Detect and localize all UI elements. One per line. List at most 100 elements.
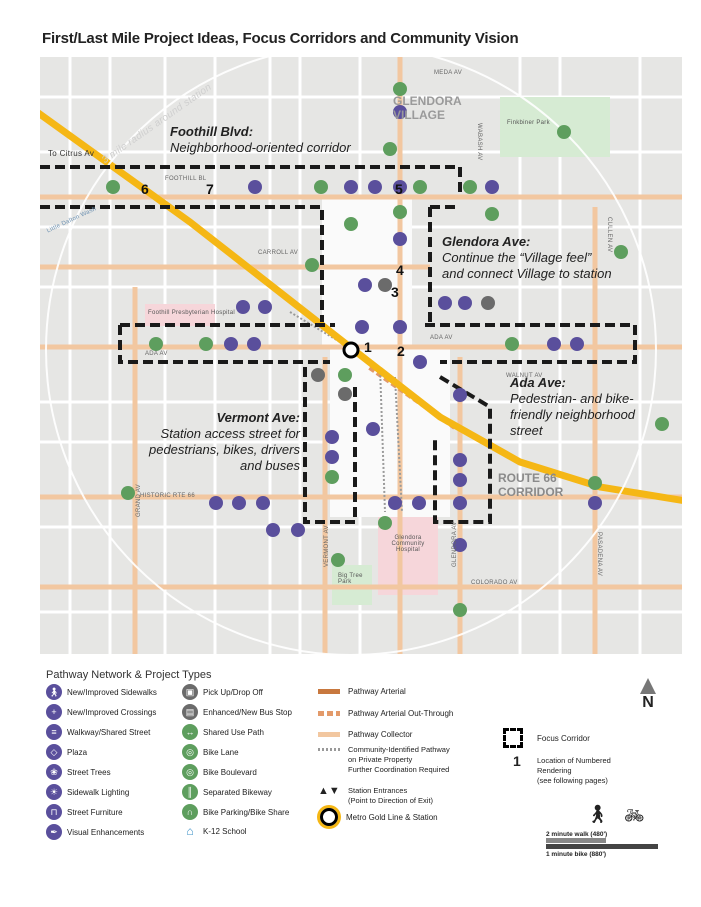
foothill-hospital-area: [145, 304, 215, 326]
street-colorado: COLORADO AV: [471, 580, 518, 586]
rendering-number-5[interactable]: 5: [395, 181, 403, 197]
legend-item: ▣Pick Up/Drop Off: [182, 684, 263, 700]
street-ada: ADA AV: [145, 351, 168, 357]
metro-station[interactable]: [342, 341, 360, 359]
crossing-icon: +: [46, 704, 62, 720]
entrance-icon: ▲▼: [318, 785, 340, 797]
legend-item: ↔Shared Use Path: [182, 724, 264, 740]
rendering-number-7[interactable]: 7: [206, 181, 214, 197]
tree-icon: ❀: [46, 764, 62, 780]
corridor-label-ada: Ada Ave:Pedestrian- and bike-friendly ne…: [510, 375, 636, 438]
project-icons: [106, 82, 669, 617]
legend-item: ▲▼Station Entrances(Point to Direction o…: [318, 785, 434, 806]
shared-path-icon: ↔: [182, 724, 198, 740]
bike-lane-icon: ◎: [182, 744, 198, 760]
street-grand: GRAND AV: [136, 484, 142, 517]
legend-item: 🚶︎New/Improved Sidewalks: [46, 684, 157, 700]
street-wabash: WABASH AV: [476, 123, 482, 161]
street-meda: MEDA AV: [434, 70, 462, 76]
north-arrow-icon: [640, 678, 656, 694]
arterial-swatch: [318, 689, 340, 694]
station-radius: [45, 57, 657, 654]
rendering-number-3[interactable]: 3: [391, 284, 399, 300]
numbered-rendering-icon: 1: [513, 753, 521, 769]
finkbiner-park-area: [500, 97, 610, 157]
street-ada-east: ADA AV: [430, 335, 453, 341]
map-area: MEDA AV FOOTHILL BL CARROLL AV ADA AV AD…: [40, 57, 682, 654]
street-historic-rte66: HISTORIC RTE 66: [140, 493, 195, 499]
legend-item: Pathway Collector: [318, 730, 412, 739]
rendering-number-6[interactable]: 6: [141, 181, 149, 197]
collector-swatch: [318, 732, 340, 737]
bus-icon: ▤: [182, 704, 198, 720]
legend-item: ∩Bike Parking/Bike Share: [182, 804, 289, 820]
bike-scale-bar: [546, 844, 658, 849]
north-arrow: N: [640, 678, 656, 712]
visual-enhancement-icon: ✒: [46, 824, 62, 840]
bike-icon: 🚲︎: [624, 808, 645, 825]
street-vermont: VERMONT AV: [324, 525, 330, 567]
walk-scale-bar: [546, 838, 606, 843]
legend-item: ◎Bike Boulevard: [182, 764, 257, 780]
bike-parking-icon: ∩: [182, 804, 198, 820]
legend-item: Pathway Arterial: [318, 687, 406, 696]
community-pathway-swatch: [318, 748, 340, 751]
lighting-icon: ☀: [46, 784, 62, 800]
legend: Pathway Network & Project Types 🚶︎New/Im…: [40, 662, 682, 902]
sidewalk-icon: 🚶︎: [46, 684, 62, 700]
school-icon: ⌂: [186, 824, 194, 838]
scale-bar: 🚶︎ 🚲︎ 2 minute walk (480') 1 minute bike…: [546, 800, 666, 860]
walker-icon: 🚶︎: [586, 804, 609, 824]
village-zone: [322, 197, 412, 345]
legend-item: ⊓Street Furniture: [46, 804, 123, 820]
legend-item: ▤Enhanced/New Bus Stop: [182, 704, 292, 720]
place-foothill-presbyterian: Foothill Presbyterian Hospital: [148, 310, 236, 316]
rendering-number-1[interactable]: 1: [364, 339, 372, 355]
minor-streets: [40, 57, 682, 654]
place-big-tree-park: Big Tree Park: [338, 573, 363, 585]
legend-item: +New/Improved Crossings: [46, 704, 156, 720]
north-label: N: [642, 694, 654, 711]
legend-item: ❀Street Trees: [46, 764, 111, 780]
legend-item: ✒Visual Enhancements: [46, 824, 144, 840]
bike-scale-label: 1 minute bike (880'): [546, 851, 607, 858]
legend-item: Focus Corridor: [503, 728, 590, 748]
corridor-label-foothill: Foothill Blvd:Neighborhood-oriented corr…: [170, 124, 351, 155]
street-walnut: WALNUT AV: [506, 373, 543, 379]
legend-item: ║Separated Bikeway: [182, 784, 272, 800]
pathway-collectors: [40, 57, 682, 654]
metro-station-icon: [320, 808, 338, 826]
place-finkbiner-park: Finkbiner Park: [507, 120, 550, 126]
rendering-number-4[interactable]: 4: [396, 262, 404, 278]
map-title: First/Last Mile Project Ideas, Focus Cor…: [42, 30, 519, 47]
bike-boulevard-icon: ◎: [182, 764, 198, 780]
focus-corridors: [40, 165, 637, 524]
legend-item: ◇Plaza: [46, 744, 87, 760]
legend-item: Pathway Arterial Out-Through: [318, 709, 453, 718]
legend-item: ☀Sidewalk Lighting: [46, 784, 129, 800]
walk-scale-label: 2 minute walk (480'): [546, 831, 608, 838]
legend-item: Metro Gold Line & Station: [318, 808, 438, 826]
walkway-icon: ≡: [46, 724, 62, 740]
focus-corridor-swatch: [503, 728, 523, 748]
separated-bikeway-icon: ║: [182, 784, 198, 800]
rendering-number-2[interactable]: 2: [397, 343, 405, 359]
place-community-hospital: Glendora Community Hospital: [391, 535, 425, 553]
street-carroll: CARROLL AV: [258, 250, 299, 256]
street-pasadena: PASADENA AV: [596, 532, 602, 577]
furniture-icon: ⊓: [46, 804, 62, 820]
corridor-label-glendora: Glendora Ave:Continue the “Village feel”…: [442, 234, 612, 281]
street-glendora: GLENDORA AV: [452, 521, 458, 567]
legend-item: ≡Walkway/Shared Street: [46, 724, 150, 740]
label-to-citrus: To Citrus Av: [48, 149, 95, 158]
car-icon: ▣: [182, 684, 198, 700]
arterial-out-swatch: [318, 711, 340, 716]
map-canvas: [40, 57, 682, 654]
street-foothill: FOOTHILL BL: [165, 176, 207, 182]
legend-item: ⌂K-12 School: [182, 824, 246, 838]
